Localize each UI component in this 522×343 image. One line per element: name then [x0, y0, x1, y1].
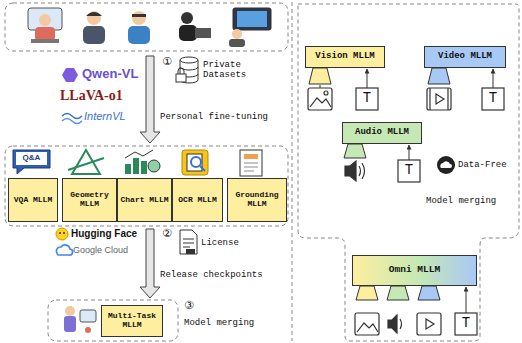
- model-name: Multi-Task MLLM: [102, 312, 162, 330]
- model-name: Omni MLLM: [389, 265, 440, 275]
- step-number: ①: [162, 56, 178, 69]
- encoders: [309, 68, 493, 313]
- model-name: Audio MLLM: [355, 128, 409, 138]
- hub-logo: Hugging Face: [71, 228, 151, 240]
- license-label: License: [201, 238, 261, 248]
- model-box: Geometry MLLM: [62, 178, 117, 222]
- user-illustration: [64, 306, 96, 333]
- step-label: Data-Free: [458, 160, 518, 170]
- text-icon: T: [455, 315, 477, 331]
- model-name: Vision MLLM: [315, 52, 374, 62]
- panel-divider: [5, 2, 519, 341]
- cloud-icon: [437, 156, 455, 174]
- model-logo: Qwen-VL: [82, 67, 172, 82]
- dataset-label: Private Datasets: [203, 60, 258, 81]
- step-label: Model merging: [426, 196, 518, 206]
- input-icons: [308, 88, 504, 335]
- step-number: ②: [162, 228, 178, 241]
- model-box: Chart MLLM: [117, 178, 172, 222]
- text-icon: T: [482, 90, 504, 106]
- task-icons: [13, 150, 262, 176]
- model-box: Audio MLLM: [342, 122, 422, 144]
- model-box: OCR MLLM: [172, 178, 223, 222]
- model-box: Video MLLM: [424, 46, 506, 68]
- flow-arrow: [140, 56, 160, 298]
- model-box: Grounding MLLM: [227, 178, 287, 222]
- model-box: VQA MLLM: [8, 178, 58, 222]
- model-name: Video MLLM: [438, 52, 492, 62]
- icon-text: Q&A: [16, 153, 47, 162]
- model-name: VQA MLLM: [14, 196, 52, 205]
- model-name: Geometry MLLM: [63, 191, 116, 209]
- license-icon: [180, 230, 197, 254]
- model-name: Chart MLLM: [120, 196, 168, 205]
- hub-logos: [56, 228, 73, 255]
- step-label: Model merging: [184, 318, 284, 328]
- people-icons: [28, 8, 271, 47]
- model-name: Grounding MLLM: [228, 191, 286, 209]
- step-number: ③: [184, 300, 200, 313]
- step-label: Personal fine-tuning: [160, 112, 288, 122]
- model-box: Omni MLLM: [352, 255, 477, 286]
- database-icon: [176, 57, 198, 83]
- text-icon: T: [356, 90, 378, 106]
- model-box: Vision MLLM: [305, 46, 385, 68]
- hub-logo: Google Cloud: [73, 245, 153, 255]
- text-icon: T: [398, 162, 420, 178]
- model-logo: LLaVA-o1: [60, 88, 160, 104]
- model-name: OCR MLLM: [178, 196, 216, 205]
- step-label: Release checkpoints: [160, 270, 288, 280]
- model-box: Multi-Task MLLM: [101, 305, 163, 337]
